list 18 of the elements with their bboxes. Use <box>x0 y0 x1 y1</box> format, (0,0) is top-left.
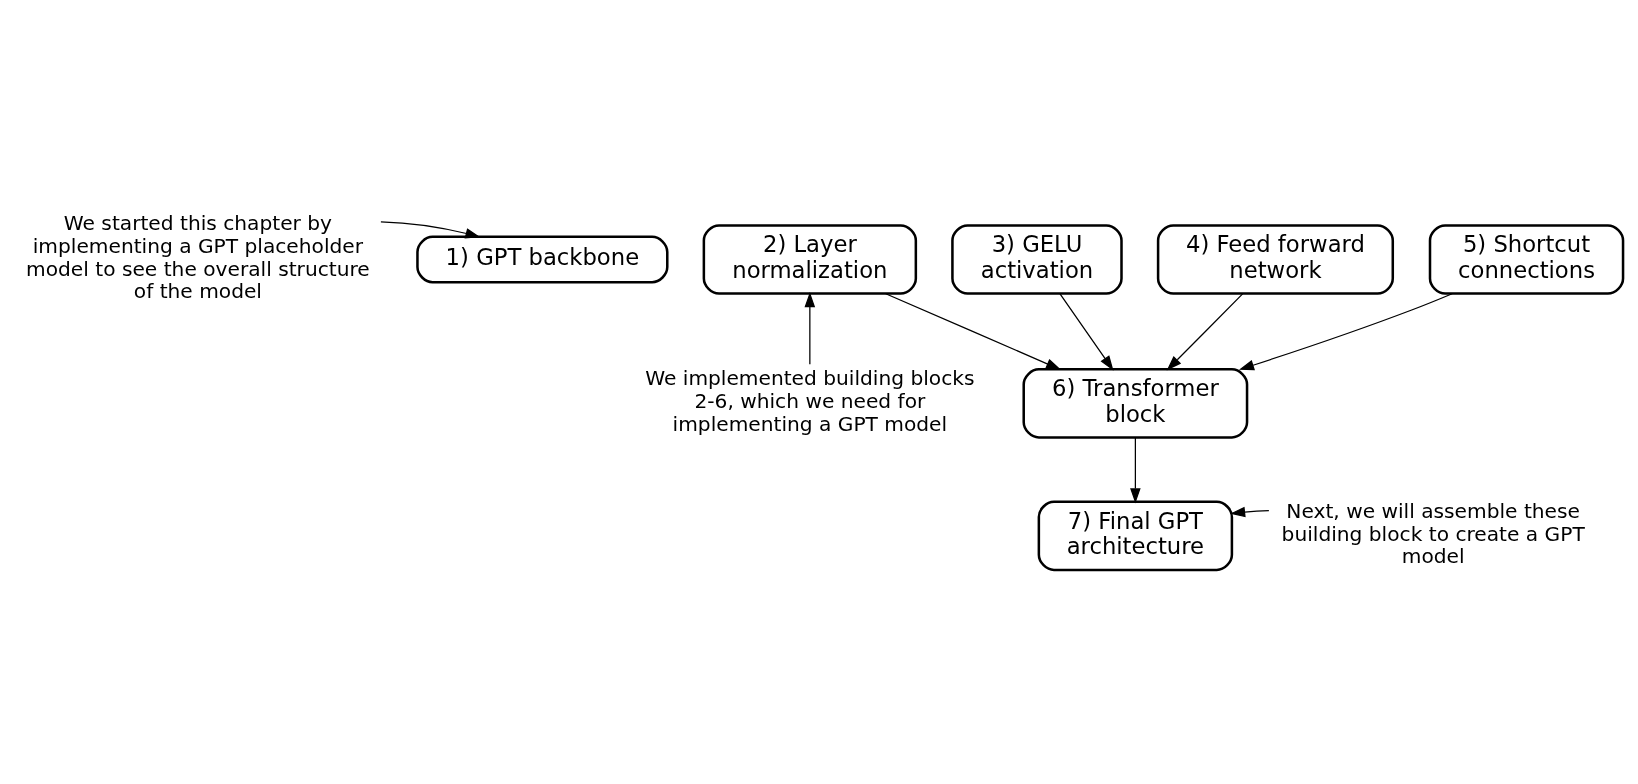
node-box: 3) GELU activation <box>951 224 1123 295</box>
node-text: We implemented building blocks 2-6, which we need for implementing a GPT model <box>645 366 975 436</box>
arrow <box>1130 437 1141 504</box>
arrow <box>380 221 481 239</box>
node-text: Next, we will assemble these building block to create a GPT model <box>1281 498 1585 569</box>
arrow <box>1230 506 1270 518</box>
node-box: 4) Feed forward network <box>1156 224 1395 295</box>
arrow <box>1166 293 1244 371</box>
node-box: 5) Shortcut connections <box>1428 224 1625 295</box>
arrow <box>885 293 1062 370</box>
node-box: 1) GPT backbone <box>416 235 669 284</box>
node-box: 2) Layer normalization <box>702 224 918 295</box>
node-box: 7) Final GPT architecture <box>1037 500 1234 572</box>
node-box: 6) Transformer block <box>1022 368 1249 439</box>
arrow <box>804 292 816 365</box>
arrow <box>1059 293 1114 371</box>
node-text: We started this chapter by implementing a GPT placeholder model to see the overall structure of the model <box>26 211 370 304</box>
arrow <box>1238 293 1453 371</box>
